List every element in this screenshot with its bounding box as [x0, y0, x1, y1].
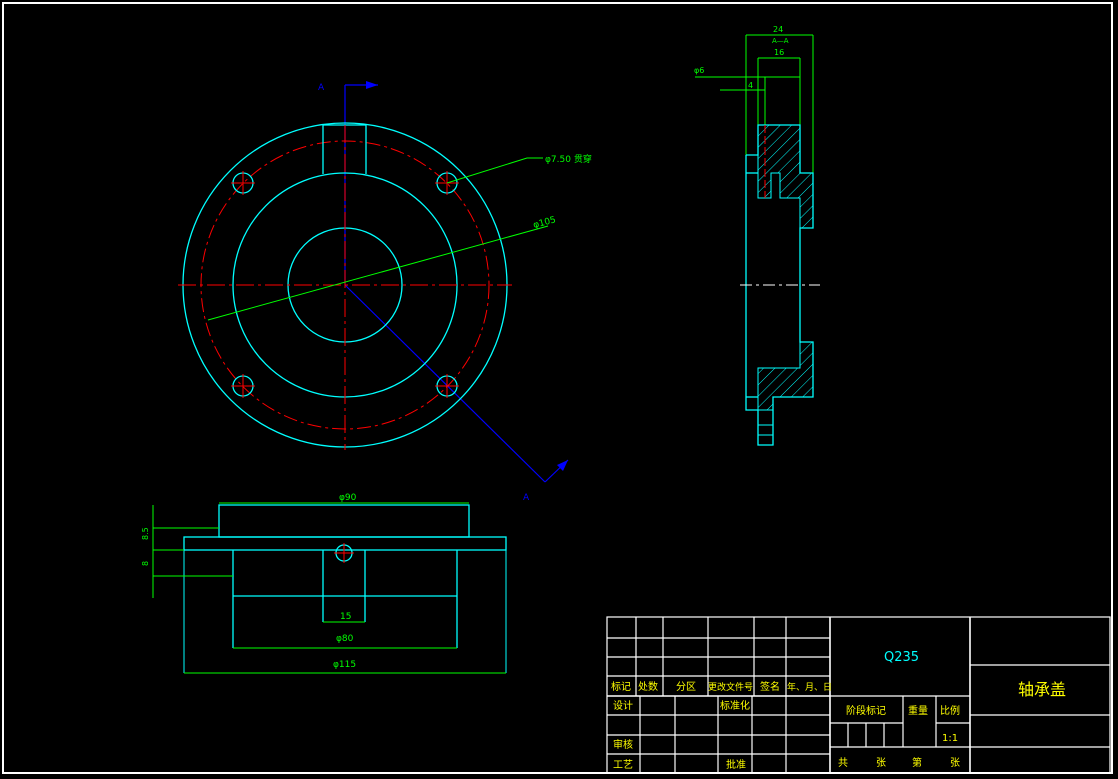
tb-stage-mark: 阶段标记 [846, 704, 886, 717]
tb-scale: 比例 [940, 704, 960, 717]
front-view: A A φ7 [178, 81, 592, 503]
tb-approve: 批准 [726, 758, 746, 771]
tb-sheet: 张 [876, 757, 886, 769]
dim-24-label: 24 [773, 25, 783, 34]
dim-4-label: 4 [748, 81, 753, 90]
bolt-hole-bl [231, 374, 255, 398]
tb-process: 工艺 [613, 759, 633, 771]
bolt-hole-tl [231, 171, 255, 195]
dim-16-label: 16 [774, 48, 784, 57]
arrow-head-top [366, 81, 378, 89]
arrow-head-bottom [557, 460, 568, 471]
flange-outline [183, 536, 507, 551]
section-axis-diagonal [344, 284, 546, 483]
hatch-top [757, 124, 814, 229]
tb-material: Q235 [884, 650, 919, 665]
section-label: A—A [772, 37, 789, 45]
title-block [606, 616, 1111, 774]
tb-scale-value: 1:1 [942, 733, 958, 744]
axis-label-a-top: A [318, 83, 325, 93]
hole-leader [446, 157, 543, 184]
tb-page: 第 [912, 756, 922, 769]
tb-total: 共 [838, 757, 848, 769]
tb-weight: 重量 [908, 704, 928, 717]
hatch-bottom [757, 341, 814, 411]
tb-sheet2: 张 [950, 757, 960, 769]
tb-header-count: 处数 [638, 680, 658, 693]
bolt-hole-br [435, 374, 459, 398]
boss-outline [218, 504, 470, 538]
side-view: 24 A—A 16 φ6 4 [694, 25, 820, 446]
dim-80-label: φ80 [336, 634, 354, 644]
dim-left-b-label: 8 [141, 561, 150, 566]
tb-review: 审核 [613, 738, 633, 751]
dim-115-label: φ115 [333, 660, 356, 670]
tb-header-zone: 分区 [676, 681, 696, 693]
hole-callout-label: φ7.50 贯穿 [545, 153, 592, 165]
bottom-view: φ90 15 φ80 φ115 8.5 8 [141, 493, 507, 674]
tb-header-sign: 签名 [760, 680, 780, 693]
tb-header-mark: 标记 [611, 681, 631, 693]
tb-header-file: 更改文件号 [708, 681, 753, 693]
tb-design: 设计 [613, 699, 633, 712]
tb-header-date: 年、月、日 [787, 681, 832, 693]
title-block-text: 标记 处数 分区 更改文件号 签名 年、月、日 设计 标准化 审核 工艺 批准 … [611, 680, 1066, 771]
dim-d6-label: φ6 [694, 66, 704, 75]
tb-part-name: 轴承盖 [1018, 680, 1066, 699]
dim-90-label: φ90 [339, 493, 357, 503]
dim-left-a-label: 8.5 [141, 527, 150, 540]
axis-label-a-bottom: A [523, 493, 530, 503]
pcd-label: φ105 [532, 215, 557, 231]
tb-standardize: 标准化 [720, 699, 750, 712]
pcd-leader [207, 225, 549, 321]
dim-15-label: 15 [340, 612, 351, 622]
